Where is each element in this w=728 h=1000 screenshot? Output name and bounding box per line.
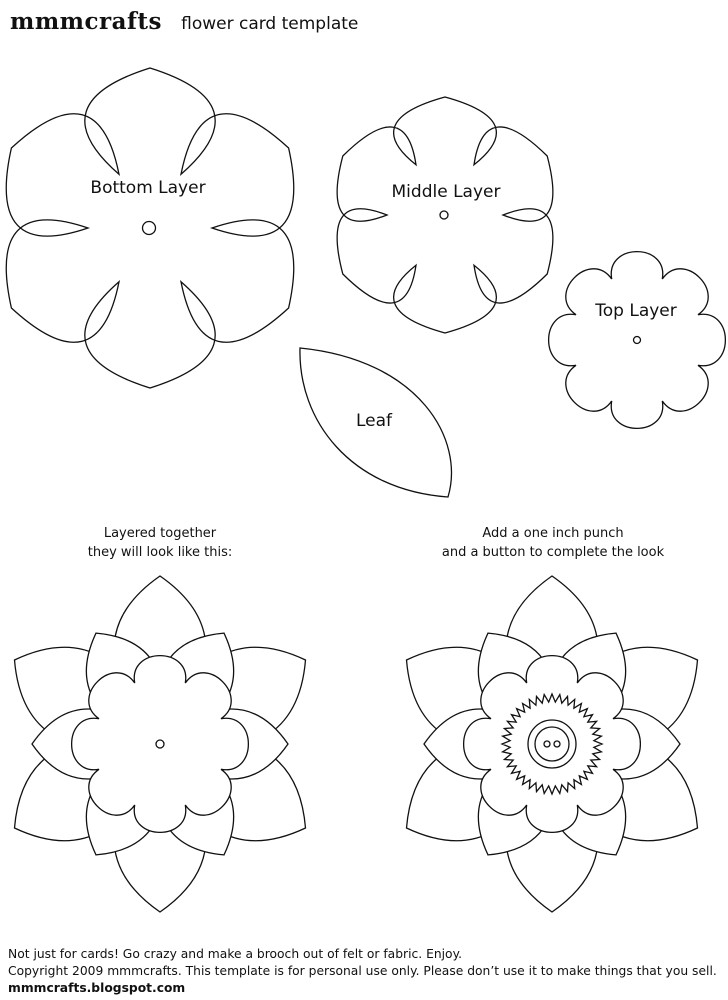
punch-caption: Add a one inch punch and a button to com… [442,524,664,562]
blog-url: mmmcrafts.blogspot.com [8,981,186,995]
brand-logo: mmmcrafts [10,8,163,35]
footer: Not just for cards! Go crazy and make a … [8,946,717,997]
leaf-outline [299,347,453,498]
caption-line: Add a one inch punch [482,526,624,541]
center-hole [632,335,642,345]
button-hole [543,740,551,748]
leaf-shape [299,347,453,498]
finished-flower-preview [405,575,699,913]
top-layer-label: Top Layer [595,301,677,321]
copyright-notice: Copyright 2009 mmmcrafts. This template … [8,964,717,978]
assembled-flower-preview [13,575,307,913]
page-title: flower card template [181,14,359,34]
footer-note: Not just for cards! Go crazy and make a … [8,947,463,961]
center-hole [155,739,165,749]
page-header: mmmcrafts flower card template [10,8,358,35]
caption-line: Layered together [103,526,217,541]
button-hole [553,740,561,748]
caption-line: they will look like this: [87,545,233,560]
top-layer-shape [547,250,727,430]
layered-caption: Layered together they will look like thi… [88,524,232,562]
center-hole [439,210,449,220]
bottom-layer-label: Bottom Layer [90,178,206,198]
caption-line: and a button to complete the look [441,545,665,560]
middle-layer-label: Middle Layer [391,182,501,202]
middle-layer-shape [336,96,554,334]
leaf-label: Leaf [355,411,393,431]
bottom-layer-shape [5,67,295,389]
button-rim [534,726,570,762]
center-hole [141,220,157,236]
